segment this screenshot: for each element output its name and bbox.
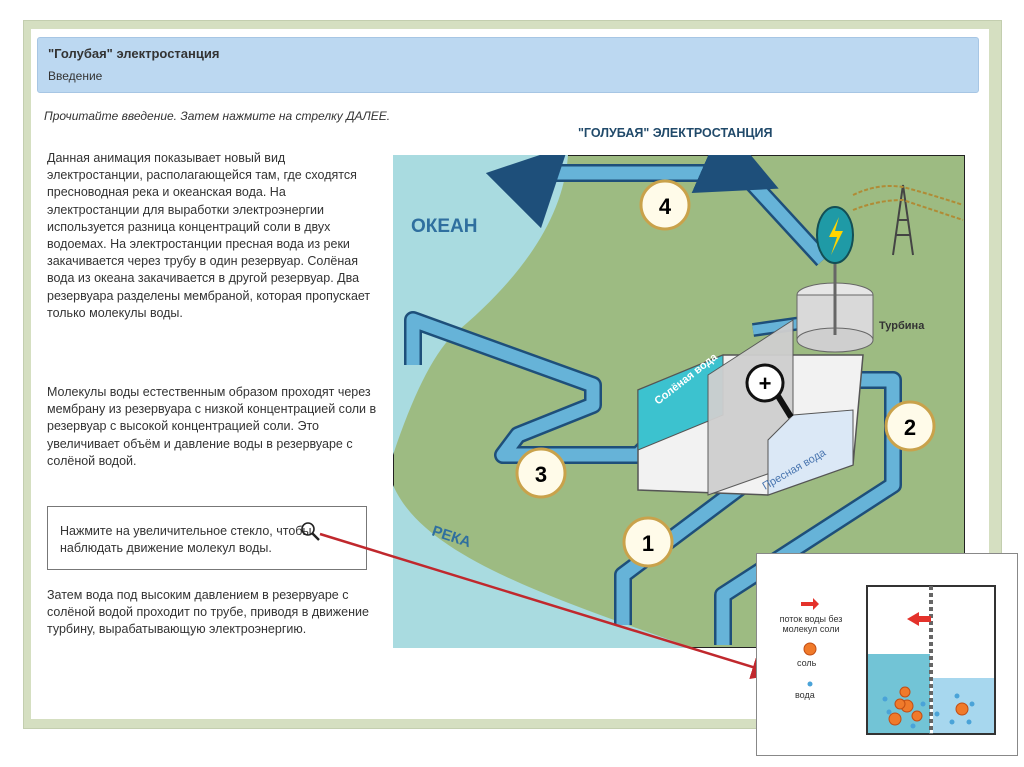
legend-water-label: вода	[795, 690, 815, 700]
hint-text: Нажмите на увеличительное стекло, чтобы …	[60, 524, 312, 555]
magnifier-plus: +	[759, 371, 772, 396]
pylon-icon	[852, 184, 964, 256]
pipe-2	[716, 373, 900, 645]
osmosis-zoom-view	[801, 585, 996, 735]
step-4-number: 4	[659, 194, 672, 219]
pipe-4	[485, 155, 828, 265]
step-3-badge: 3	[515, 447, 567, 499]
intro-paragraph: Данная анимация показывает новый вид эле…	[47, 151, 371, 320]
step-1-number: 1	[642, 531, 654, 556]
page-subtitle: Введение	[48, 69, 103, 83]
ocean-label: ОКЕАН	[411, 216, 478, 237]
ocean-area	[393, 155, 568, 455]
zoom-popup: поток воды без молекул соли соль вода	[756, 553, 1018, 756]
pipe-1	[616, 479, 747, 625]
pipe-3	[406, 313, 663, 462]
salt-molecules	[888, 686, 969, 726]
generator	[816, 206, 854, 264]
step-2-badge: 2	[884, 400, 936, 452]
water-molecules	[882, 693, 975, 729]
salt-legend-icon	[803, 642, 817, 656]
legend-salt-label: соль	[797, 658, 817, 668]
fresh-water-tank	[767, 409, 854, 496]
turbine-paragraph: Затем вода под высоким давлением в резер…	[47, 588, 369, 637]
hint-box: Нажмите на увеличительное стекло, чтобы …	[47, 506, 367, 570]
instruction-text: Прочитайте введение. Затем нажмите на ст…	[44, 109, 391, 123]
turbine	[796, 255, 874, 353]
magnifier-icon[interactable]	[300, 521, 322, 543]
lightning-icon	[829, 217, 843, 255]
page-title: "Голубая" электростанция	[48, 46, 220, 61]
step-4-badge: 4	[639, 179, 691, 231]
step-1-badge: 1	[622, 516, 674, 568]
arrow-left-icon	[801, 598, 819, 610]
river-area	[393, 485, 693, 648]
flow-arrow-icon	[907, 612, 919, 626]
osmosis-paragraph: Молекулы воды естественным образом прохо…	[47, 385, 377, 468]
legend-flow-label: поток воды без молекул соли	[779, 614, 843, 634]
step-3-number: 3	[535, 462, 547, 487]
diagram-title: "ГОЛУБАЯ" ЭЛЕКТРОСТАНЦИЯ	[578, 126, 773, 140]
step-2-number: 2	[904, 415, 916, 440]
page-header: "Голубая" электростанция Введение	[37, 37, 979, 93]
magnifier-button[interactable]: +	[745, 363, 794, 419]
turbine-label: Турбина	[879, 320, 925, 332]
water-legend-icon	[807, 681, 813, 687]
